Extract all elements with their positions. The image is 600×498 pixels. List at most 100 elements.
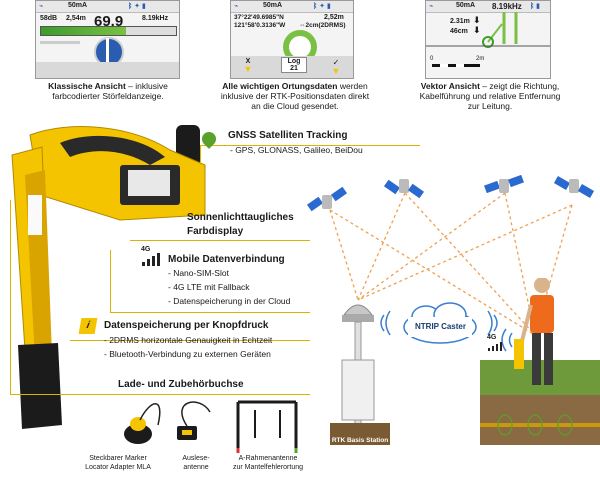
charging-title: Lade- und Zubehörbuchse [118, 379, 244, 390]
gain-readout: 58dB [40, 15, 58, 22]
bluetooth-icon: ᛒ ✦ ▮ [313, 3, 331, 10]
signal-icon: ⌁ [234, 3, 239, 10]
mobile-title: Mobile Datenverbindung [168, 254, 285, 265]
direction-vector [487, 23, 503, 43]
caption-text: – zeigt die Richtung, [479, 81, 560, 91]
gnss-item: - GPS, GLONASS, Galileo, BeiDou [230, 145, 363, 155]
latitude-readout: 37°22'49.6985"N [234, 14, 284, 21]
interference-gauge [40, 41, 80, 44]
bluetooth-icon: ᛒ ▮ [530, 3, 540, 10]
connector-line [110, 250, 111, 312]
signal-wave-icon [501, 328, 513, 352]
vector-plot [426, 12, 550, 67]
checkmark-icon: ✓ [332, 58, 340, 67]
label-sticker [28, 195, 42, 235]
log-value: 21 [290, 65, 298, 72]
marker-adapter-top [130, 417, 146, 431]
longitude-readout: 121°58'0.3136"W [234, 22, 286, 29]
signal-4g-label: 4G [141, 246, 151, 253]
distance-readout: 2.31m [450, 18, 470, 25]
connector-line [10, 200, 11, 394]
satellite-icon [484, 174, 524, 194]
satellite-icon [553, 176, 595, 198]
storage-item-1: - 2DRMS horizontale Genauigkeit in Echtz… [104, 335, 273, 345]
locator-handle [60, 135, 165, 165]
signal-wave-icon [487, 310, 498, 336]
signal-wave-icon [380, 310, 391, 336]
current-readout: 50mA [68, 2, 88, 9]
field-soil [480, 395, 600, 445]
signal-icon: ⌁ [429, 3, 434, 10]
field-signal-rings [497, 414, 573, 436]
locator-blade [18, 343, 62, 429]
connector-line [70, 340, 310, 341]
connector-line [10, 394, 310, 395]
storage-title: Datenspeicherung per Knopfdruck [104, 320, 269, 331]
frequency-readout: 8.19kHz [492, 2, 522, 11]
status-bar: ⌁ 50mA ᛒ ✦ ▮ [36, 1, 179, 13]
frequency-readout: 8.19kHz [142, 15, 169, 22]
ntrip-caster-label: NTRIP Caster [415, 322, 466, 331]
caption-text: – inklusive [125, 81, 168, 91]
caption-title: Klassische Ansicht [48, 81, 126, 91]
scale-end: 2m [476, 56, 485, 62]
caption-text: inklusive der RTK-Positionsdaten direkt [220, 91, 370, 101]
display-title-line2: Farbdisplay [187, 226, 244, 237]
accessory-caption-mla: Steckbarer Marker Locator Adapter MLA [85, 455, 151, 471]
vector-view-screen: ⌁ 50mA 8.19kHz ᛒ ▮ 2.31m ⬇ 46cm ⬇ 0 2m [425, 0, 551, 79]
signal-4g-label: 4G [487, 334, 497, 341]
caption-text: an die Cloud gesendet. [251, 101, 339, 111]
cancel-key-label: X [245, 58, 251, 65]
connector-line [130, 240, 310, 241]
signal-strength-bar [40, 26, 128, 36]
caption-text: werden [337, 81, 368, 91]
readout-antenna-label [182, 430, 192, 435]
mobile-item-2: - 4G LTE mit Fallback [168, 282, 250, 292]
bluetooth-icon: ᛒ ✦ ▮ [128, 3, 146, 10]
signal-4g-icon: 4G [140, 246, 162, 266]
status-bar: ⌁ 50mA ᛒ ✦ ▮ [231, 1, 353, 13]
classic-view-screen: ⌁ 50mA ᛒ ✦ ▮ 69.9 58dB 2,54m 8.19kHz [35, 0, 180, 79]
rtk-base-station [330, 304, 390, 445]
data-view-screen: ⌁ 50mA ᛒ ✦ ▮ 37°22'49.6985"N 121°58'0.31… [230, 0, 354, 79]
antenna-cable [181, 401, 211, 427]
save-softkey[interactable]: ✓ ▼ [325, 58, 347, 76]
cable-locator-illustration [11, 125, 206, 429]
signal-reading: 69.9 [94, 13, 124, 30]
display-title-line1: Sonnenlichttaugliches [187, 212, 294, 223]
arrow-down-icon: ⬇ [473, 15, 481, 25]
scale-bar-segment [456, 64, 464, 67]
scale-bar-segment [440, 64, 448, 67]
mobile-item-1: - Nano-SIM-Slot [168, 268, 229, 278]
accuracy-readout: ⇔2cm(2DRMS) [299, 22, 346, 29]
marker-adapter [124, 424, 152, 444]
caption-text: zur Leitung. [467, 101, 513, 111]
depth-readout: 46cm [450, 28, 468, 35]
connector-line [200, 145, 420, 146]
worker-figure [514, 274, 554, 385]
data-view-caption: Alle wichtigen Ortungsdaten werden inklu… [210, 81, 380, 111]
scale-start: 0 [430, 56, 434, 62]
connector-line [200, 145, 201, 165]
log-label: Log [287, 58, 301, 65]
classic-view-caption: Klassische Ansicht – inklusive farbcodie… [28, 81, 188, 101]
chevron-down-icon: ▼ [243, 64, 253, 74]
caption-title: Vektor Ansicht [420, 81, 480, 91]
depth-readout: 2,52m [324, 14, 344, 21]
status-bar: ⌁ 50mA 8.19kHz ᛒ ▮ [426, 1, 550, 13]
arrow-down-icon: ⬇ [473, 25, 481, 35]
signal-icon: ⌁ [39, 3, 44, 10]
adapter-cable [139, 403, 161, 426]
connector-line [110, 312, 310, 313]
rtk-scene [306, 174, 600, 445]
compass-needle [106, 38, 109, 62]
caption-text: Kabelführung und relative Entfernung [419, 91, 561, 101]
current-readout: 50mA [263, 2, 283, 9]
locator-position [482, 36, 494, 48]
accessory-caption-antenna: Auslese- antenne [182, 455, 210, 471]
caption-text: farbcodierter Störfeldanzeige. [52, 91, 164, 101]
softkey-bar: X ▼ Log 21 ✓ ▼ [231, 56, 353, 78]
storage-item-2: - Bluetooth-Verbindung zu externen Gerät… [104, 349, 271, 359]
mobile-item-3: - Datenspeicherung in der Cloud [168, 296, 291, 306]
cancel-softkey[interactable]: X ▼ [237, 58, 259, 74]
